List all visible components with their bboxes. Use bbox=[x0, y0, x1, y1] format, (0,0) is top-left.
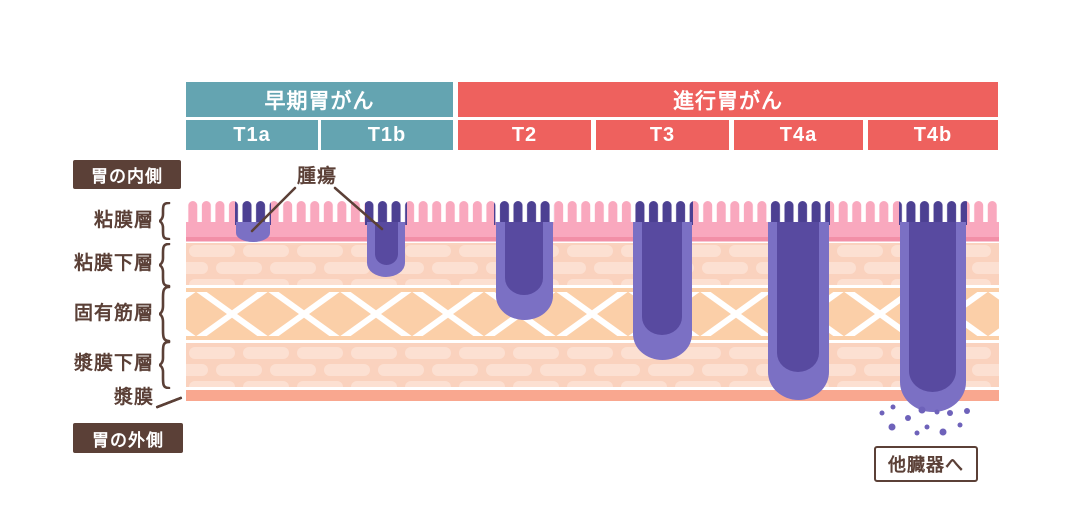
tumor-villi-overlays bbox=[235, 198, 967, 225]
tumor-t4a bbox=[768, 222, 829, 400]
stomach-outside-box: 胃の外側 bbox=[73, 423, 183, 453]
tumor-t1a-body bbox=[236, 222, 270, 242]
tumor-t4b-core bbox=[909, 222, 956, 392]
stage-cell-t4b: T4b bbox=[868, 120, 998, 150]
layer-submucosa bbox=[186, 243, 999, 285]
stage-cell-t2: T2 bbox=[458, 120, 591, 150]
serosa-pointer-line bbox=[155, 396, 183, 409]
tumor-t3 bbox=[633, 222, 692, 360]
stomach-wall-illustration bbox=[186, 186, 999, 436]
header-advanced-gastric-cancer: 進行胃がん bbox=[458, 82, 998, 117]
stage-cell-t4a: T4a bbox=[734, 120, 863, 150]
brace-subserosa bbox=[158, 341, 171, 389]
layer-mucosa-villi bbox=[186, 201, 999, 242]
tumor-pointer-line-t1a bbox=[250, 186, 297, 233]
tumor-t1b-core bbox=[375, 222, 398, 265]
brace-submucosa bbox=[158, 243, 171, 287]
label-submucosa: 粘膜下層 bbox=[73, 253, 154, 274]
label-serosa: 漿膜 bbox=[113, 387, 154, 408]
tumor-t3-core bbox=[642, 222, 682, 335]
tumor-t2 bbox=[496, 222, 553, 320]
tumor-t1b bbox=[367, 222, 405, 277]
stage-cell-t1b: T1b bbox=[321, 120, 453, 150]
label-mucosa: 粘膜層 bbox=[93, 210, 154, 231]
brace-muscularis bbox=[158, 286, 171, 342]
metastasis-dots bbox=[879, 404, 970, 436]
tumor-t4b bbox=[900, 222, 966, 412]
stomach-inside-box: 胃の内側 bbox=[73, 160, 181, 189]
brace-mucosa bbox=[158, 202, 171, 240]
layer-muscularis bbox=[186, 288, 999, 340]
tumor-pointer-line-t1b bbox=[333, 186, 384, 231]
tumor-t2-core bbox=[505, 222, 543, 295]
label-muscularis: 固有筋層 bbox=[73, 303, 154, 324]
header-early-gastric-cancer: 早期胃がん bbox=[186, 82, 453, 117]
stage-cell-t1a: T1a bbox=[186, 120, 318, 150]
layer-subserosa bbox=[186, 343, 999, 387]
to-other-organs-box: 他臓器へ bbox=[874, 446, 978, 482]
layer-serosa bbox=[186, 390, 999, 401]
stage-cell-t3: T3 bbox=[596, 120, 729, 150]
tumor-annotation-label: 腫瘍 bbox=[296, 166, 337, 187]
tumor-t4a-core bbox=[777, 222, 819, 372]
label-subserosa: 漿膜下層 bbox=[73, 353, 154, 374]
